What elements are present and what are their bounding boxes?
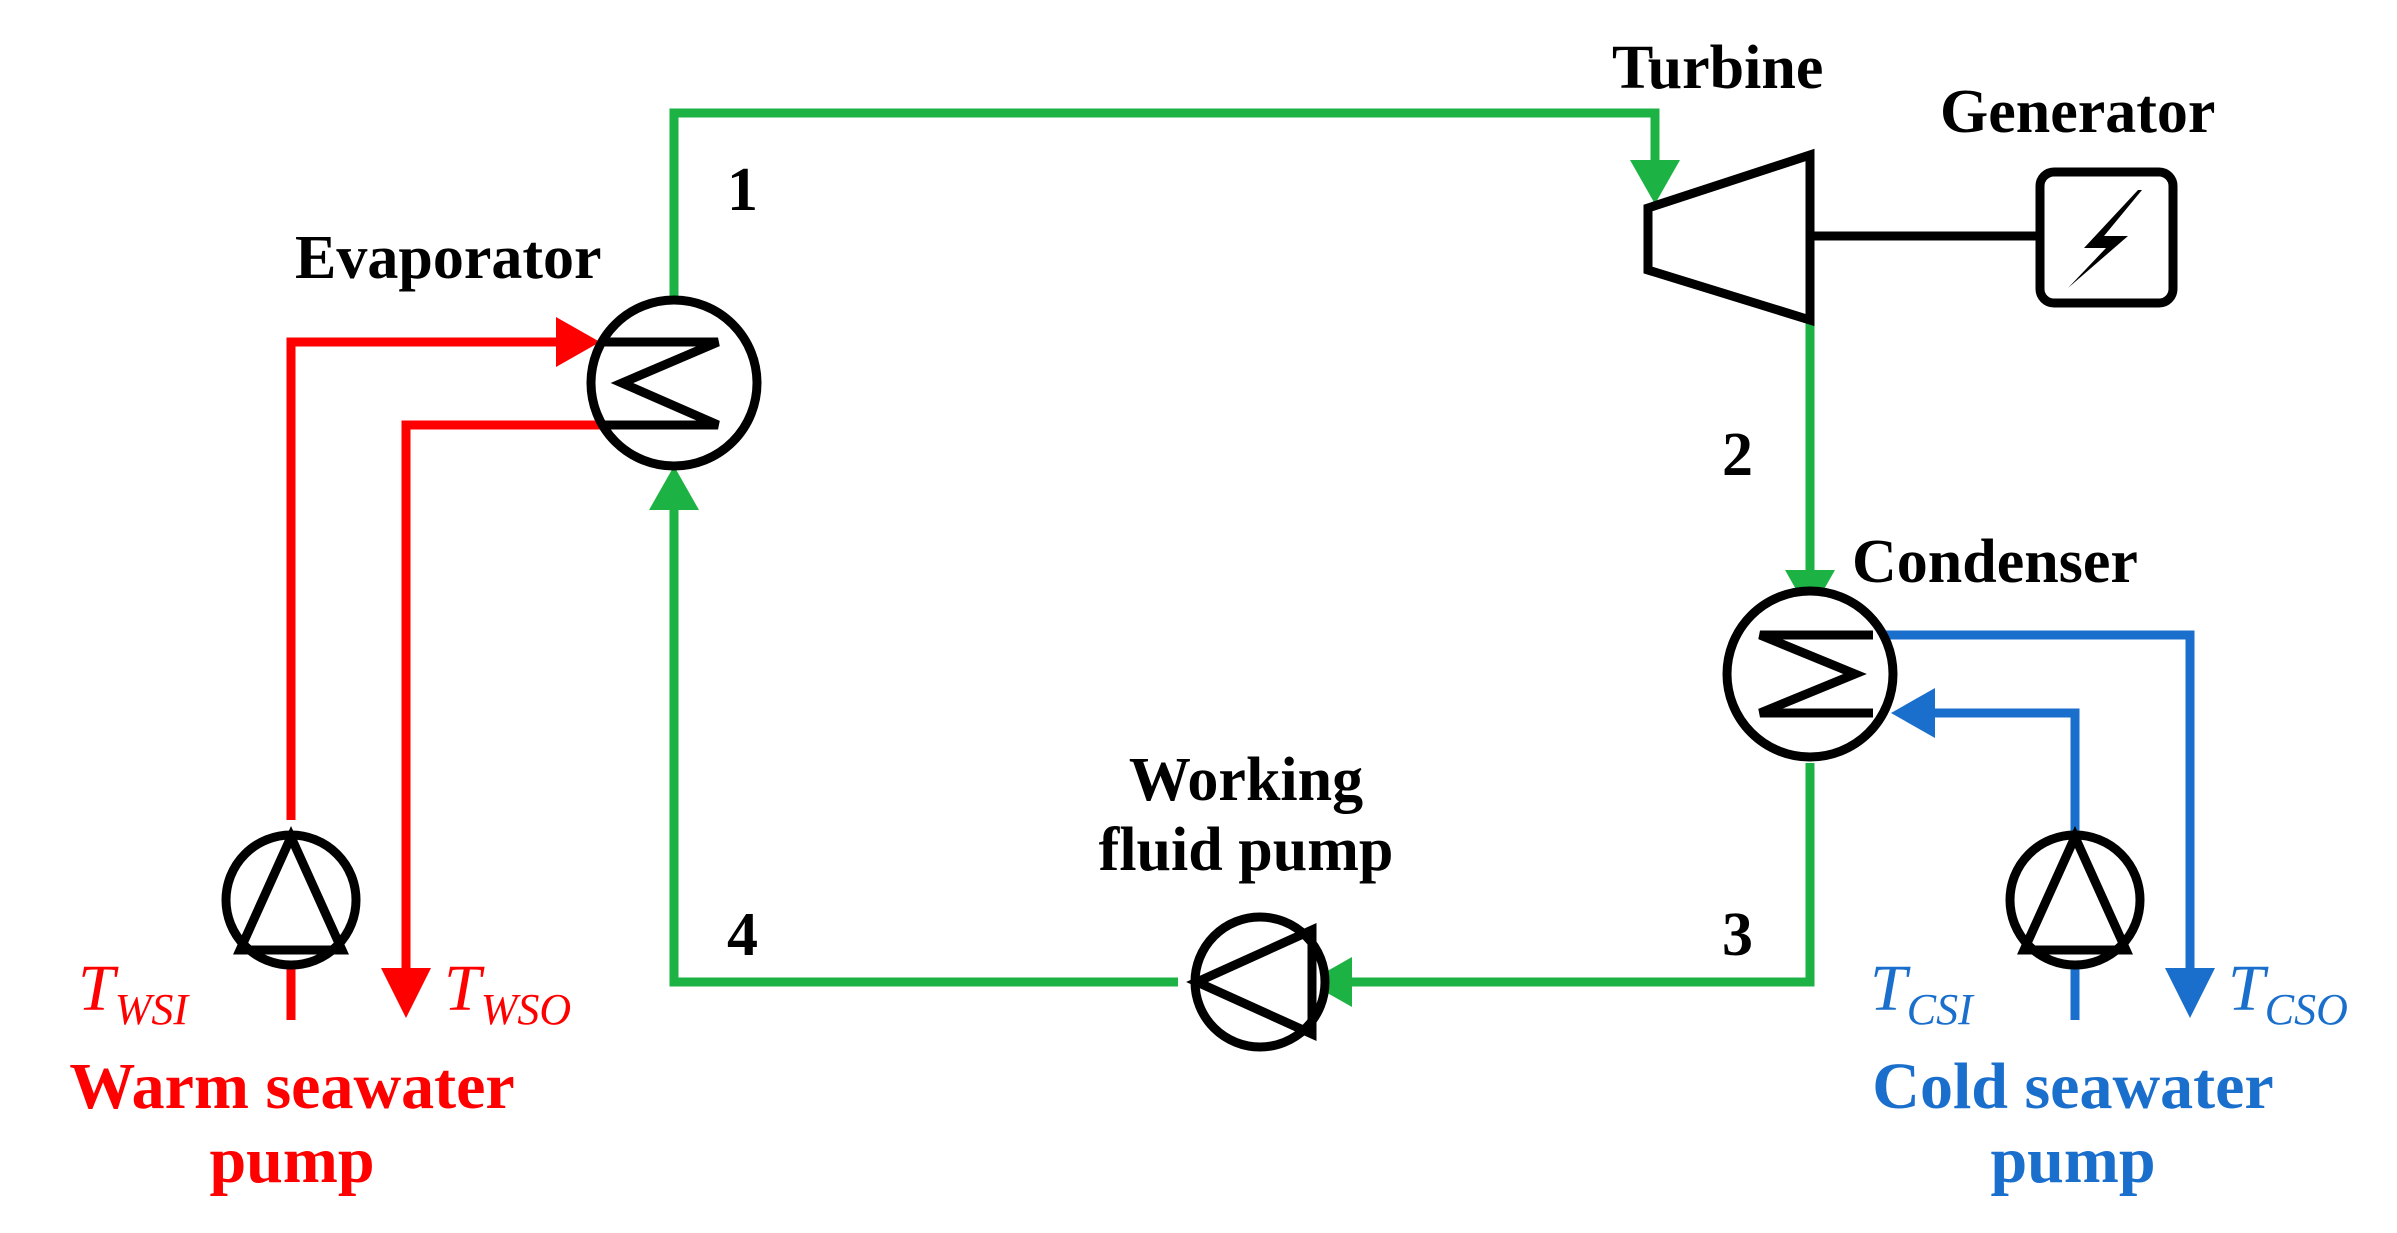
t-wso-label: TWSO	[444, 952, 571, 1034]
pipe-state-3	[1342, 763, 1815, 987]
cold-pump-label-1: Cold seawater	[1872, 1050, 2273, 1123]
warm-seawater-pump[interactable]	[221, 826, 361, 970]
cold-pump-label-2: pump	[1990, 1124, 2155, 1197]
state-1-label: 1	[727, 156, 758, 224]
cold-inlet-pipe	[1925, 708, 2080, 852]
arrow-warm-outlet	[381, 968, 431, 1018]
lightning-bolt-icon	[2068, 190, 2142, 288]
warm-outlet-pipe	[401, 420, 603, 975]
arrow-into-evaporator-warm	[556, 317, 600, 367]
turbine-label: Turbine	[1612, 34, 1823, 102]
state-3-label: 3	[1722, 901, 1753, 969]
arrow-into-turbine	[1630, 160, 1680, 204]
turbine-shape[interactable]	[1643, 148, 1815, 327]
cold-seawater-pump[interactable]	[2005, 826, 2145, 970]
t-cso-label: TCSO	[2228, 952, 2348, 1034]
warm-pump-label-2: pump	[209, 1124, 374, 1197]
condenser-unit[interactable]	[1722, 586, 1898, 762]
arrow-into-pump	[1308, 957, 1352, 1007]
condenser-circle	[1722, 586, 1898, 762]
warm-inlet-pipe	[286, 337, 566, 820]
t-wsi-label: TWSI	[78, 952, 190, 1034]
condenser-label: Condenser	[1852, 528, 2138, 596]
evaporator-unit[interactable]	[586, 295, 762, 471]
zigzag-coil-icon	[603, 337, 720, 430]
warm-pump-label-1: Warm seawater	[69, 1050, 514, 1123]
warm-seawater-arrows	[381, 317, 600, 1018]
state-2-label: 2	[1722, 421, 1753, 489]
pipe-state-4	[669, 500, 1178, 987]
triangle-pump-icon	[2017, 826, 2133, 955]
warm-seawater-lines	[286, 337, 603, 1020]
triangle-pump-icon	[1186, 923, 1317, 1041]
evaporator-label: Evaporator	[295, 224, 602, 292]
triangle-pump-icon	[233, 826, 349, 955]
cold-outlet-pipe	[1873, 630, 2195, 975]
state-4-label: 4	[727, 901, 758, 969]
working-pump-label-2: fluid pump	[1099, 816, 1394, 884]
working-fluid-loop	[669, 108, 1815, 987]
cold-seawater-arrows	[1891, 688, 2215, 1018]
working-fluid-pump[interactable]	[1186, 912, 1330, 1052]
working-pump-label-1: Working	[1129, 746, 1363, 814]
cold-seawater-lines	[1873, 630, 2195, 1020]
arrow-into-evaporator	[649, 466, 699, 510]
t-csi-label: TCSI	[1870, 952, 1975, 1034]
pipe-state-1	[669, 108, 1660, 297]
zigzag-coil-icon	[1758, 630, 1873, 718]
arrow-into-condenser-cold	[1891, 688, 1935, 738]
arrow-cold-outlet	[2165, 968, 2215, 1018]
generator-label: Generator	[1940, 78, 2215, 146]
